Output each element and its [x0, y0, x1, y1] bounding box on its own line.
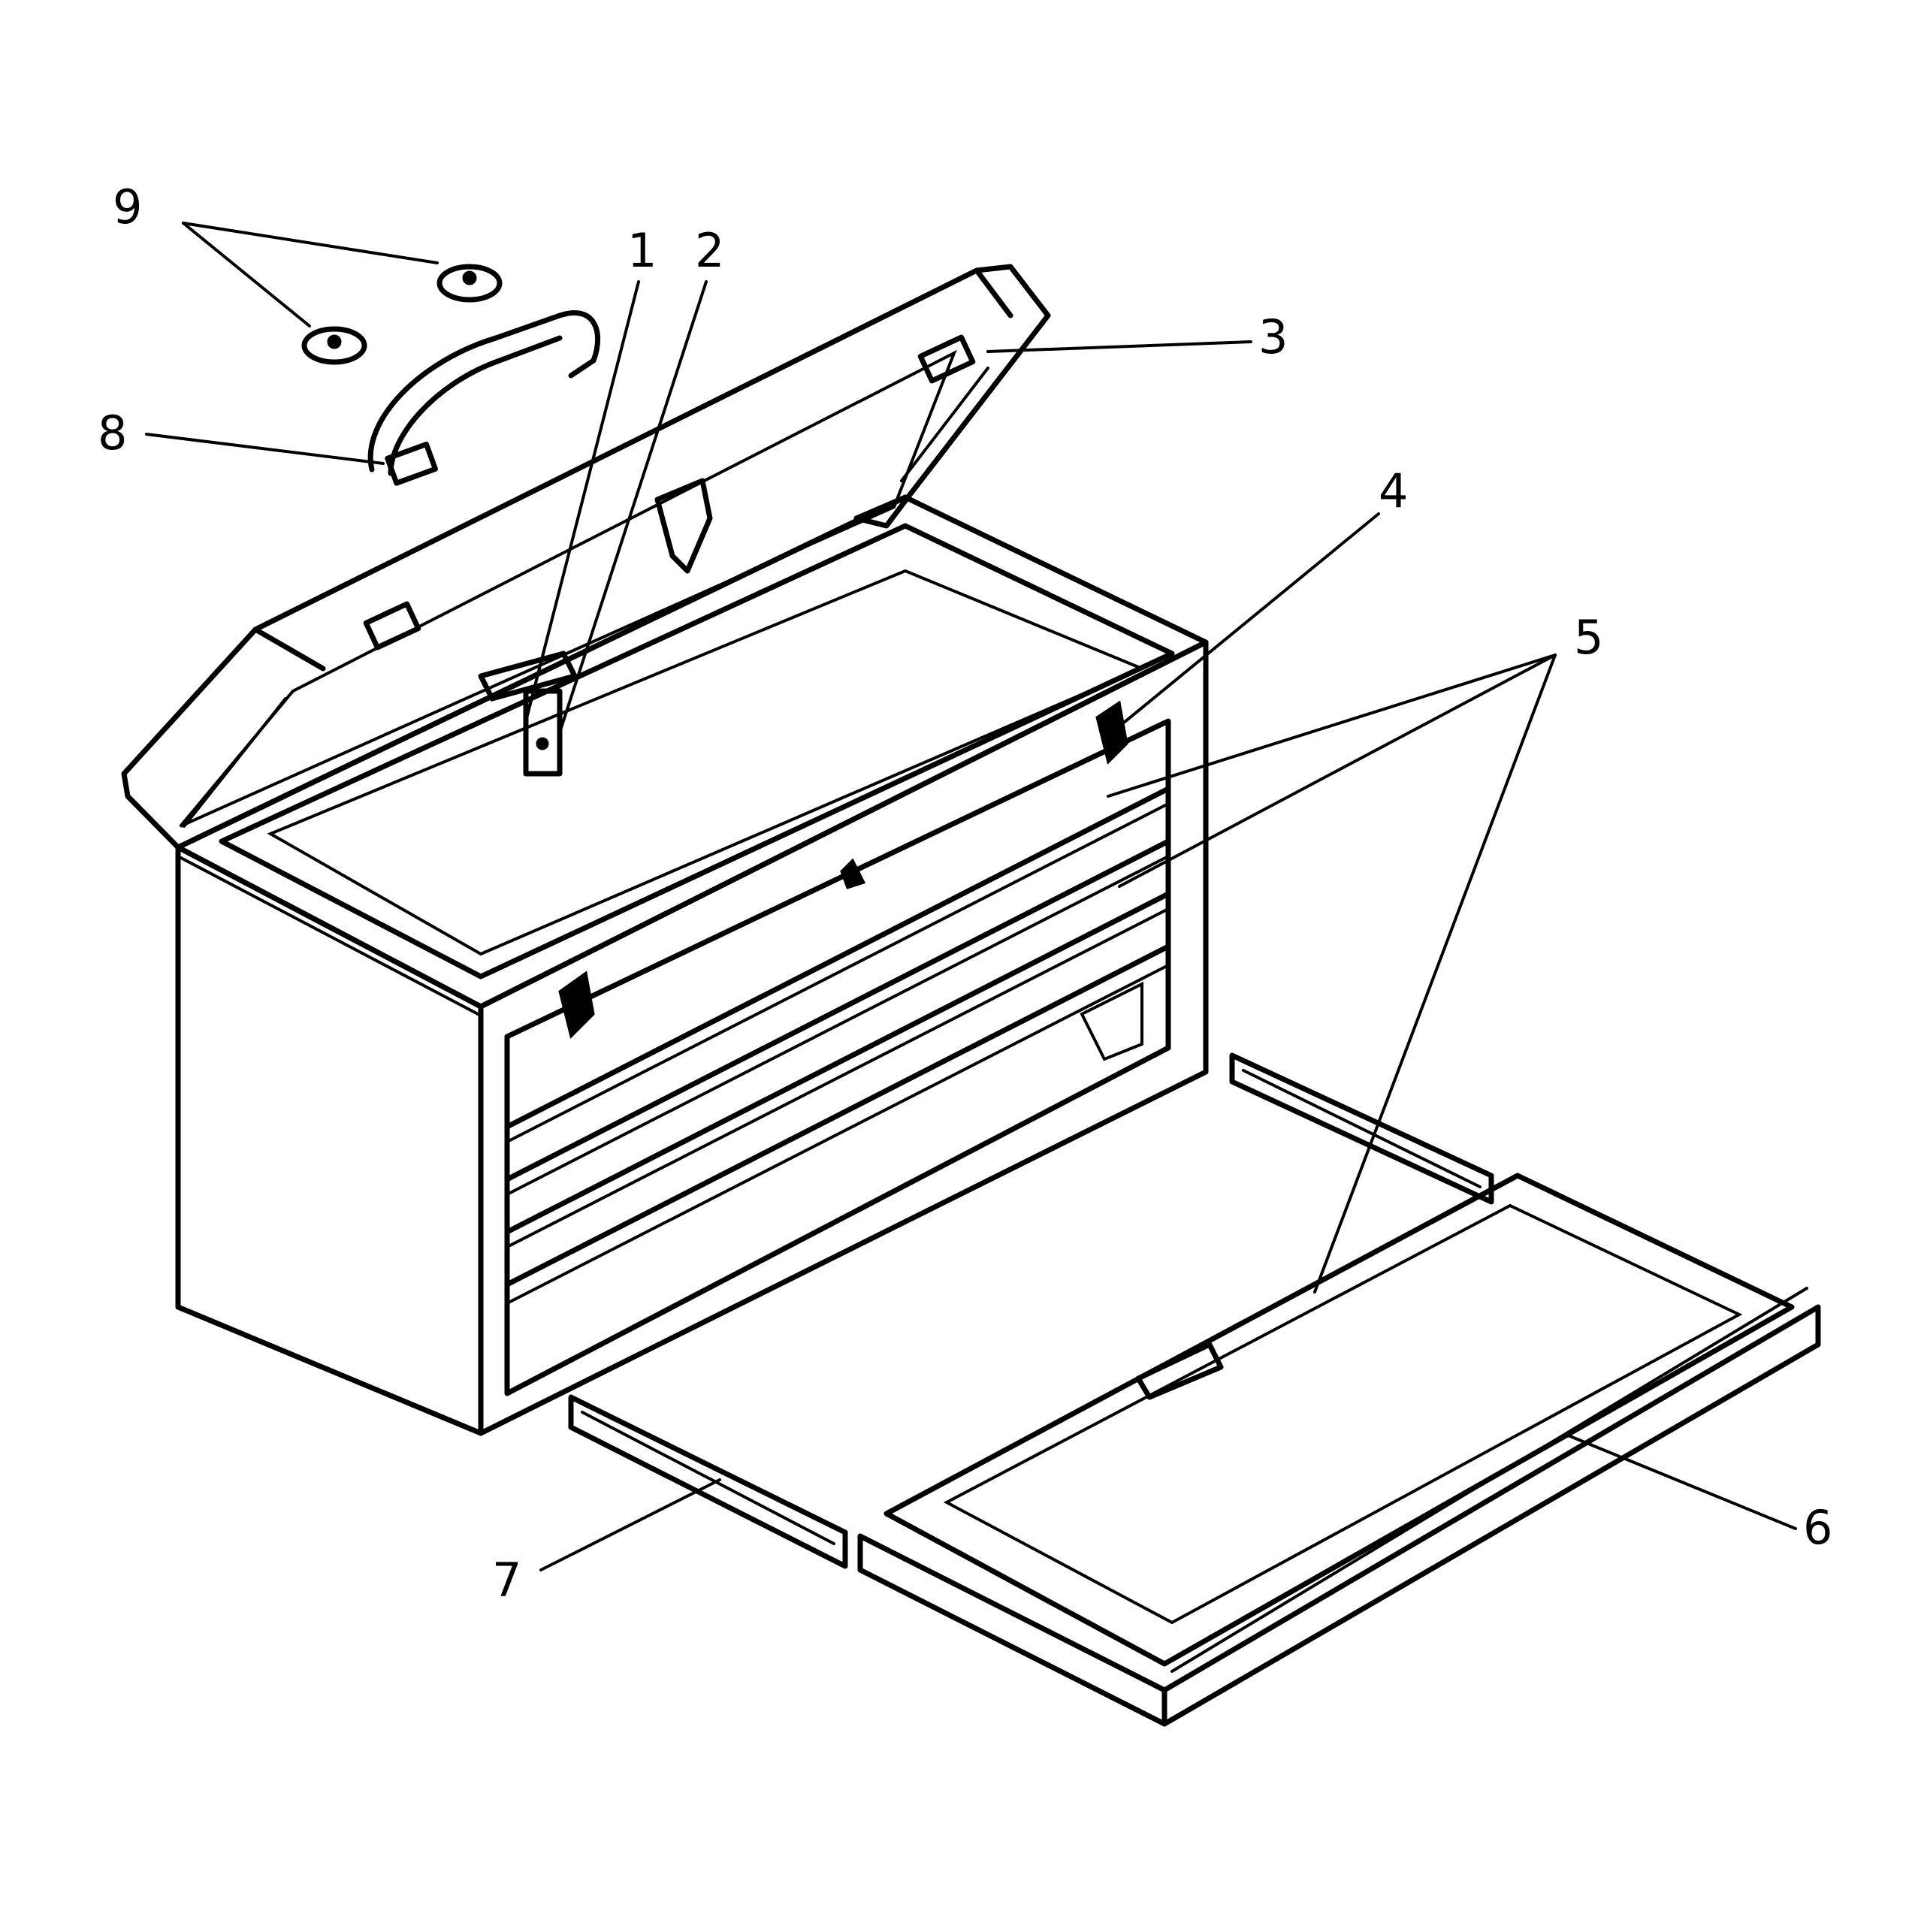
handle-end-caps [301, 264, 503, 365]
callout-9: 9 [113, 180, 142, 234]
latches [558, 700, 1128, 1039]
drawer-stack [504, 718, 1171, 1396]
callout-5: 5 [1574, 610, 1603, 665]
callout-4: 4 [1379, 463, 1408, 518]
carrying-handle [367, 309, 601, 486]
callout-3: 3 [1258, 309, 1288, 364]
callout-2: 2 [695, 223, 724, 278]
drawer-slides [568, 1052, 1494, 1569]
removed-drawer [857, 1173, 1821, 1727]
callout-7: 7 [492, 1553, 521, 1607]
chest-body [175, 494, 1209, 1436]
callout-1: 1 [627, 223, 657, 278]
callout-6: 6 [1803, 1500, 1832, 1555]
lid-catches [363, 334, 976, 651]
leader-lines [145, 222, 1797, 1571]
callout-8: 8 [98, 406, 127, 460]
lid [121, 264, 1051, 850]
callout-labels: 1 2 3 4 5 6 7 8 9 [98, 180, 1832, 1607]
